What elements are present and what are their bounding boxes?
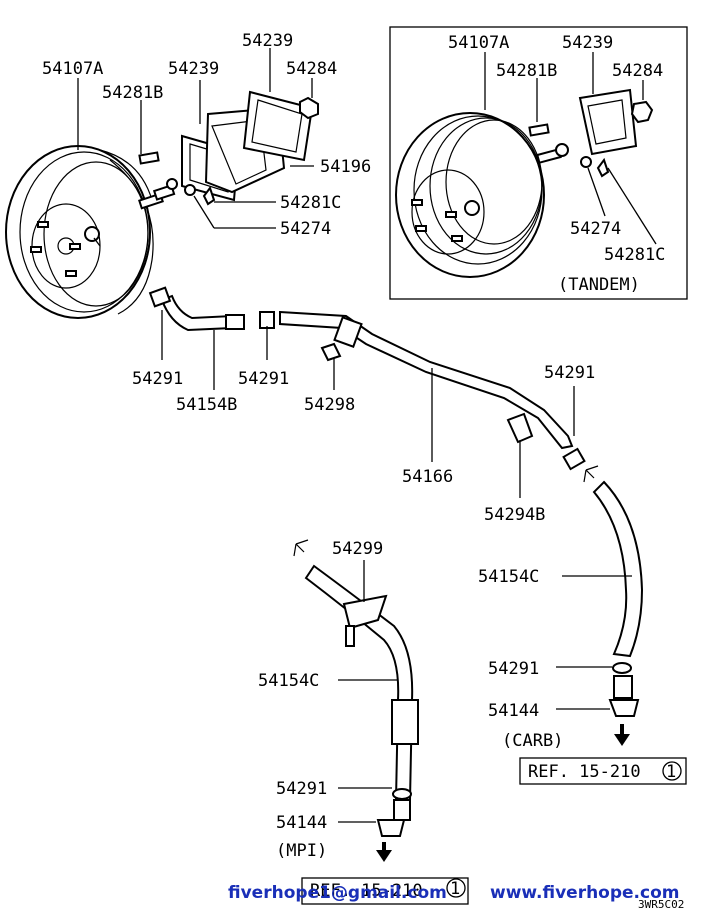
label-carb-note: (CARB) — [502, 731, 563, 751]
label-clip-carb: 54291 — [488, 659, 539, 679]
watermark-site: www.fiverhope.com — [490, 883, 680, 903]
label-nut-tandem: 54284 — [612, 61, 663, 81]
label-clip-a: 54291 — [132, 369, 183, 389]
vacuum-pipe-54166 — [279, 310, 586, 471]
label-pipe: 54166 — [402, 467, 453, 487]
label-clevis-main: 54281B — [102, 83, 163, 103]
mpi-hose-assembly — [293, 539, 419, 862]
label-mpi-note: (MPI) — [276, 841, 327, 861]
carb-hose-assembly — [583, 465, 644, 746]
ref-box-carb — [519, 757, 687, 785]
label-hose-b: 54154B — [176, 395, 237, 415]
watermark-email: fiverhope1@gmail.com — [228, 883, 447, 903]
label-fitting-mpi: 54144 — [276, 813, 327, 833]
label-washer-tandem: 54274 — [570, 219, 621, 239]
label-fitting-carb: 54144 — [488, 701, 539, 721]
vacuum-hose-54154b — [148, 286, 275, 332]
ref-circle-mpi — [446, 878, 466, 898]
label-gasket-main-2: 54239 — [242, 31, 293, 51]
ref-box-mpi — [301, 877, 469, 905]
label-pin-tandem: 54281C — [604, 245, 665, 265]
leader-lines-hose — [161, 310, 575, 498]
label-booster-main: 54107A — [42, 59, 103, 79]
label-ref-carb: REF. 15-210 — [528, 762, 641, 782]
leader-lines-mpi — [338, 560, 398, 823]
label-washer-main: 54274 — [280, 219, 331, 239]
label-clip-b: 54291 — [238, 369, 289, 389]
label-bracket: 54299 — [332, 539, 383, 559]
label-gasket-tandem: 54239 — [562, 33, 613, 53]
label-tandem-note: (TANDEM) — [558, 275, 640, 295]
leader-lines-carb — [556, 575, 632, 710]
label-spacer: 54196 — [320, 157, 371, 177]
label-pin-main: 54281C — [280, 193, 341, 213]
label-hose-c-carb: 54154C — [478, 567, 539, 587]
label-hose-c-mpi: 54154C — [258, 671, 319, 691]
brake-booster-tandem — [395, 88, 654, 278]
label-clamp: 54294B — [484, 505, 545, 525]
ref-circle-carb — [662, 761, 682, 781]
leader-lines-main — [77, 48, 314, 229]
label-bolt: 54298 — [304, 395, 355, 415]
label-clip-mpi: 54291 — [276, 779, 327, 799]
label-booster-tandem: 54107A — [448, 33, 509, 53]
label-nut-main: 54284 — [286, 59, 337, 79]
label-clevis-tandem: 54281B — [496, 61, 557, 81]
brake-booster-main — [5, 145, 178, 319]
label-ref-circle-carb: 1 — [666, 762, 676, 782]
tandem-inset-box — [389, 26, 688, 300]
gasket-spacer-stack — [181, 90, 319, 206]
label-ref-mpi: REF. 15-210 — [310, 881, 423, 901]
label-ref-circle-mpi: 1 — [450, 879, 460, 899]
leader-lines-tandem — [484, 52, 657, 245]
label-gasket-main: 54239 — [168, 59, 219, 79]
diagram-code: 3WR5C02 — [638, 898, 684, 911]
label-clip-c: 54291 — [544, 363, 595, 383]
